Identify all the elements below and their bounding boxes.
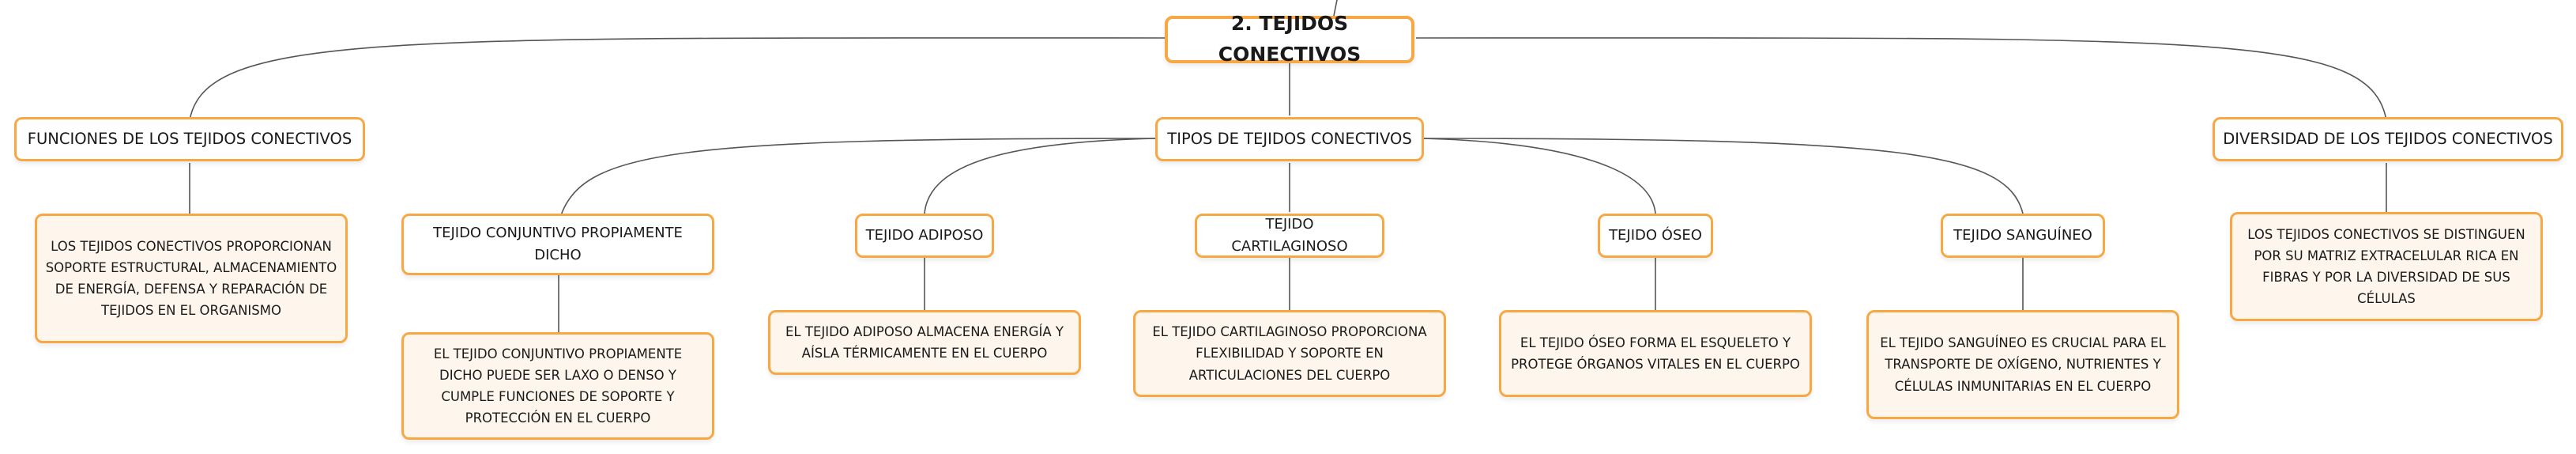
type-conjuntivo[interactable]: TEJIDO CONJUNTIVO PROPIAMENTE DICHO bbox=[401, 214, 714, 275]
connector-tipos-adiposo bbox=[924, 138, 1156, 214]
topic-diversidad-label: DIVERSIDAD DE LOS TEJIDOS CONECTIVOS bbox=[2223, 129, 2553, 148]
type-adiposo-label: TEJIDO ADIPOSO bbox=[865, 227, 984, 244]
detail-funciones[interactable]: LOS TEJIDOS CONECTIVOS PROPORCIONAN SOPO… bbox=[35, 214, 348, 343]
type-sanguineo[interactable]: TEJIDO SANGUÍNEO bbox=[1941, 214, 2105, 258]
detail-adiposo[interactable]: EL TEJIDO ADIPOSO ALMACENA ENERGÍA Y AÍS… bbox=[768, 310, 1081, 375]
detail-sanguineo[interactable]: EL TEJIDO SANGUÍNEO ES CRUCIAL PARA EL T… bbox=[1866, 310, 2179, 419]
detail-oseo-text: EL TEJIDO ÓSEO FORMA EL ESQUELETO Y PROT… bbox=[1511, 335, 1800, 372]
connector-tipos-oseo bbox=[1422, 138, 1656, 214]
topic-funciones-label: FUNCIONES DE LOS TEJIDOS CONECTIVOS bbox=[27, 129, 352, 148]
detail-adiposo-text: EL TEJIDO ADIPOSO ALMACENA ENERGÍA Y AÍS… bbox=[785, 323, 1064, 361]
type-oseo-label: TEJIDO ÓSEO bbox=[1609, 227, 1702, 244]
detail-cartilaginoso-text: EL TEJIDO CARTILAGINOSO PROPORCIONA FLEX… bbox=[1152, 324, 1427, 383]
topic-tipos-label: TIPOS DE TEJIDOS CONECTIVOS bbox=[1167, 129, 1412, 148]
detail-diversidad-text: LOS TEJIDOS CONECTIVOS SE DISTINGUEN POR… bbox=[2247, 226, 2525, 307]
type-sanguineo-label: TEJIDO SANGUÍNEO bbox=[1953, 227, 2092, 244]
detail-diversidad[interactable]: LOS TEJIDOS CONECTIVOS SE DISTINGUEN POR… bbox=[2230, 212, 2543, 321]
root-label: 2. TEJIDOS CONECTIVOS bbox=[1218, 12, 1361, 66]
topic-diversidad[interactable]: DIVERSIDAD DE LOS TEJIDOS CONECTIVOS bbox=[2213, 117, 2563, 161]
topic-tipos[interactable]: TIPOS DE TEJIDOS CONECTIVOS bbox=[1155, 117, 1424, 161]
type-oseo[interactable]: TEJIDO ÓSEO bbox=[1598, 214, 1713, 258]
detail-funciones-text: LOS TEJIDOS CONECTIVOS PROPORCIONAN SOPO… bbox=[45, 238, 337, 319]
connector-root-funciones bbox=[189, 37, 1166, 121]
detail-conjuntivo[interactable]: EL TEJIDO CONJUNTIVO PROPIAMENTE DICHO P… bbox=[401, 332, 714, 440]
type-adiposo[interactable]: TEJIDO ADIPOSO bbox=[855, 214, 994, 258]
connector-root-diversidad bbox=[1415, 37, 2387, 121]
detail-sanguineo-text: EL TEJIDO SANGUÍNEO ES CRUCIAL PARA EL T… bbox=[1880, 335, 2166, 394]
type-cartilaginoso[interactable]: TEJIDO CARTILAGINOSO bbox=[1195, 214, 1384, 258]
detail-conjuntivo-text: EL TEJIDO CONJUNTIVO PROPIAMENTE DICHO P… bbox=[433, 346, 683, 426]
root-node[interactable]: 2. TEJIDOS CONECTIVOS bbox=[1165, 12, 1414, 66]
detail-oseo[interactable]: EL TEJIDO ÓSEO FORMA EL ESQUELETO Y PROT… bbox=[1499, 310, 1812, 397]
connector-tipos-sanguineo bbox=[1422, 138, 2024, 214]
topic-funciones[interactable]: FUNCIONES DE LOS TEJIDOS CONECTIVOS bbox=[14, 117, 365, 161]
type-conjuntivo-label: TEJIDO CONJUNTIVO PROPIAMENTE DICHO bbox=[433, 225, 683, 263]
connector-parent-root bbox=[1333, 0, 1338, 17]
type-cartilaginoso-label: TEJIDO CARTILAGINOSO bbox=[1231, 216, 1348, 255]
connector-tipos-conjuntivo bbox=[560, 138, 1156, 216]
detail-cartilaginoso[interactable]: EL TEJIDO CARTILAGINOSO PROPORCIONA FLEX… bbox=[1133, 310, 1446, 397]
